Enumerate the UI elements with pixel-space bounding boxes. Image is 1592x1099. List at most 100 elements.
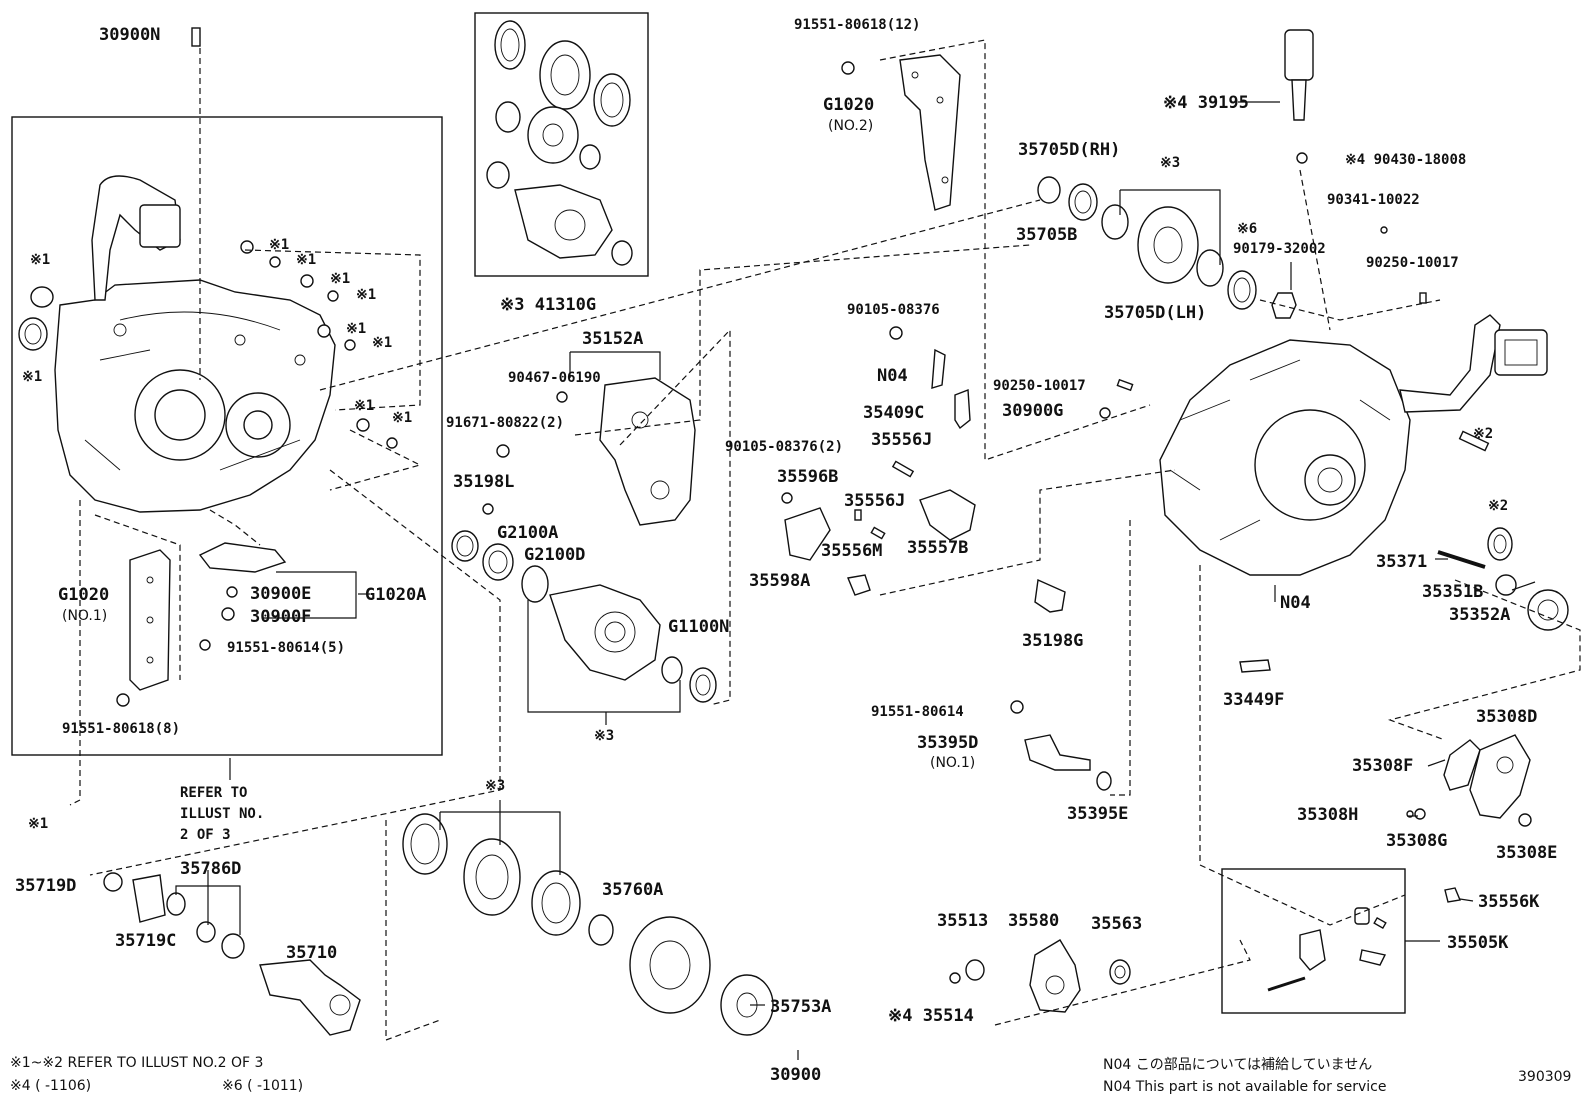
illustration-number: 390309 (1518, 1069, 1571, 1085)
label-35152a: 35152A (582, 329, 643, 349)
differential-center-group (451, 530, 717, 703)
x1-marker: ※1 (330, 271, 350, 287)
parts-35513-35580-35563 (949, 939, 1131, 1013)
label-90250-10017-right: 90250-10017 (1366, 255, 1459, 271)
label-90430-18008: ※4 90430-18008 (1345, 152, 1466, 168)
g1020-no1-bracket (116, 549, 171, 707)
label-35596b: 35596B (777, 467, 838, 487)
label-91671-80822: 91671-80822(2) (446, 415, 564, 431)
label-35371: 35371 (1376, 552, 1427, 572)
label-39195: ※4 39195 (1163, 93, 1249, 113)
x1-marker: ※1 (354, 398, 374, 414)
label-90250-10017-mid: 90250-10017 (993, 378, 1086, 394)
label-30900n: 30900N (99, 25, 160, 45)
x1-markers: ※1 ※1 ※1 ※1 ※1 ※1 ※1 ※1 ※1 ※1 ※1 (22, 237, 412, 832)
label-35308g: 35308G (1386, 831, 1447, 851)
label-g2100a: G2100A (497, 523, 558, 543)
bearing-35705-stack (1037, 176, 1297, 319)
part-labels: 30900N 91551-80618(12) G1020 (NO.2) ※4 3… (15, 17, 1557, 1085)
g1020a-cover (198, 542, 287, 651)
label-35719c: 35719C (115, 931, 176, 951)
footnote-refer: ※1~※2 REFER TO ILLUST NO.2 OF 3 (10, 1055, 263, 1071)
shift-linkage-parts (781, 326, 1134, 596)
label-35705d-lh: 35705D(LH) (1104, 303, 1206, 323)
footnote-x4: ※4 ( -1106) (10, 1078, 91, 1094)
label-35198g: 35198G (1022, 631, 1083, 651)
label-35308h: 35308H (1297, 805, 1358, 825)
label-x3-lower: ※3 (485, 778, 505, 794)
label-35395e: 35395E (1067, 804, 1128, 824)
shaft-35371-gears (1437, 550, 1569, 631)
x1-marker: ※1 (392, 410, 412, 426)
x1-marker: ※1 (372, 335, 392, 351)
label-n04-right: N04 (1280, 593, 1311, 613)
label-90179-32002: 90179-32002 (1233, 241, 1326, 257)
label-g1020-no2-sub: (NO.2) (828, 118, 873, 134)
label-35598a: 35598A (749, 571, 810, 591)
label-g2100d: G2100D (524, 545, 585, 565)
g1020-no2-bracket (841, 54, 961, 211)
label-41310g: ※3 41310G (500, 295, 596, 315)
sensor-parts-center (1010, 578, 1112, 791)
label-35760a: 35760A (602, 880, 663, 900)
bearing-group-lower-center (402, 813, 774, 1036)
label-35563: 35563 (1091, 914, 1142, 934)
bolt-and-seal-x2 (1458, 430, 1513, 561)
label-refer-3: 2 OF 3 (180, 827, 231, 843)
bolts-x1-left (18, 240, 398, 449)
clip-33449f (1239, 659, 1271, 673)
label-refer-2: ILLUST NO. (180, 806, 264, 822)
label-35351b: 35351B (1422, 582, 1483, 602)
transaxle-case-right (1159, 314, 1548, 576)
label-g1020-no1: G1020 (58, 585, 109, 605)
label-35753a: 35753A (770, 997, 831, 1017)
label-n04-top: N04 (877, 366, 908, 386)
label-91551-80614-5: 91551-80614(5) (227, 640, 345, 656)
leader-lines (175, 101, 1536, 1060)
label-35786d: 35786D (180, 859, 241, 879)
label-90467-06190: 90467-06190 (508, 370, 601, 386)
label-35198l: 35198L (453, 472, 514, 492)
label-35557b: 35557B (907, 538, 968, 558)
label-35556k: 35556K (1478, 892, 1540, 912)
label-90341-10022: 90341-10022 (1327, 192, 1420, 208)
label-91551-80618-8: 91551-80618(8) (62, 721, 180, 737)
label-x3-mid: ※3 (594, 728, 614, 744)
label-90105-08376-2: 90105-08376(2) (725, 439, 843, 455)
label-30900e: 30900E (250, 584, 311, 604)
label-33449f: 33449F (1223, 690, 1284, 710)
label-35514: ※4 35514 (888, 1006, 974, 1026)
label-refer-1: REFER TO (180, 785, 247, 801)
label-30900: 30900 (770, 1065, 821, 1085)
label-35395d-sub: (NO.1) (930, 755, 975, 771)
x1-marker: ※1 (28, 816, 48, 832)
left-case-group-box (11, 116, 443, 756)
differential-kit-box (474, 12, 649, 277)
sensor-kit-contents (1267, 887, 1461, 992)
label-35409c: 35409C (863, 403, 924, 423)
label-35705b: 35705B (1016, 225, 1077, 245)
label-35556j-b: 35556J (844, 491, 905, 511)
transaxle-case-left (54, 175, 336, 513)
dashed-reference-lines (69, 39, 1581, 1041)
label-90179-note: ※6 (1237, 221, 1257, 237)
label-35308d: 35308D (1476, 707, 1537, 727)
label-35395d: 35395D (917, 733, 978, 753)
label-30900f: 30900F (250, 607, 311, 627)
label-35556j-a: 35556J (871, 430, 932, 450)
label-g1020-no1-sub: (NO.1) (62, 608, 107, 624)
footnote-n04-jp: N04 この部品については補給していません (1103, 1057, 1372, 1073)
x1-marker: ※1 (296, 252, 316, 268)
label-35513: 35513 (937, 911, 988, 931)
x1-marker: ※1 (346, 321, 366, 337)
label-35308e: 35308E (1496, 843, 1557, 863)
x1-marker: ※1 (356, 287, 376, 303)
label-35308f: 35308F (1352, 756, 1413, 776)
label-35580: 35580 (1008, 911, 1059, 931)
label-91551-80618-12: 91551-80618(12) (794, 17, 920, 33)
label-30900g: 30900G (1002, 401, 1063, 421)
label-35710: 35710 (286, 943, 337, 963)
x1-marker: ※1 (30, 252, 50, 268)
label-x2-a: ※2 (1473, 426, 1493, 442)
